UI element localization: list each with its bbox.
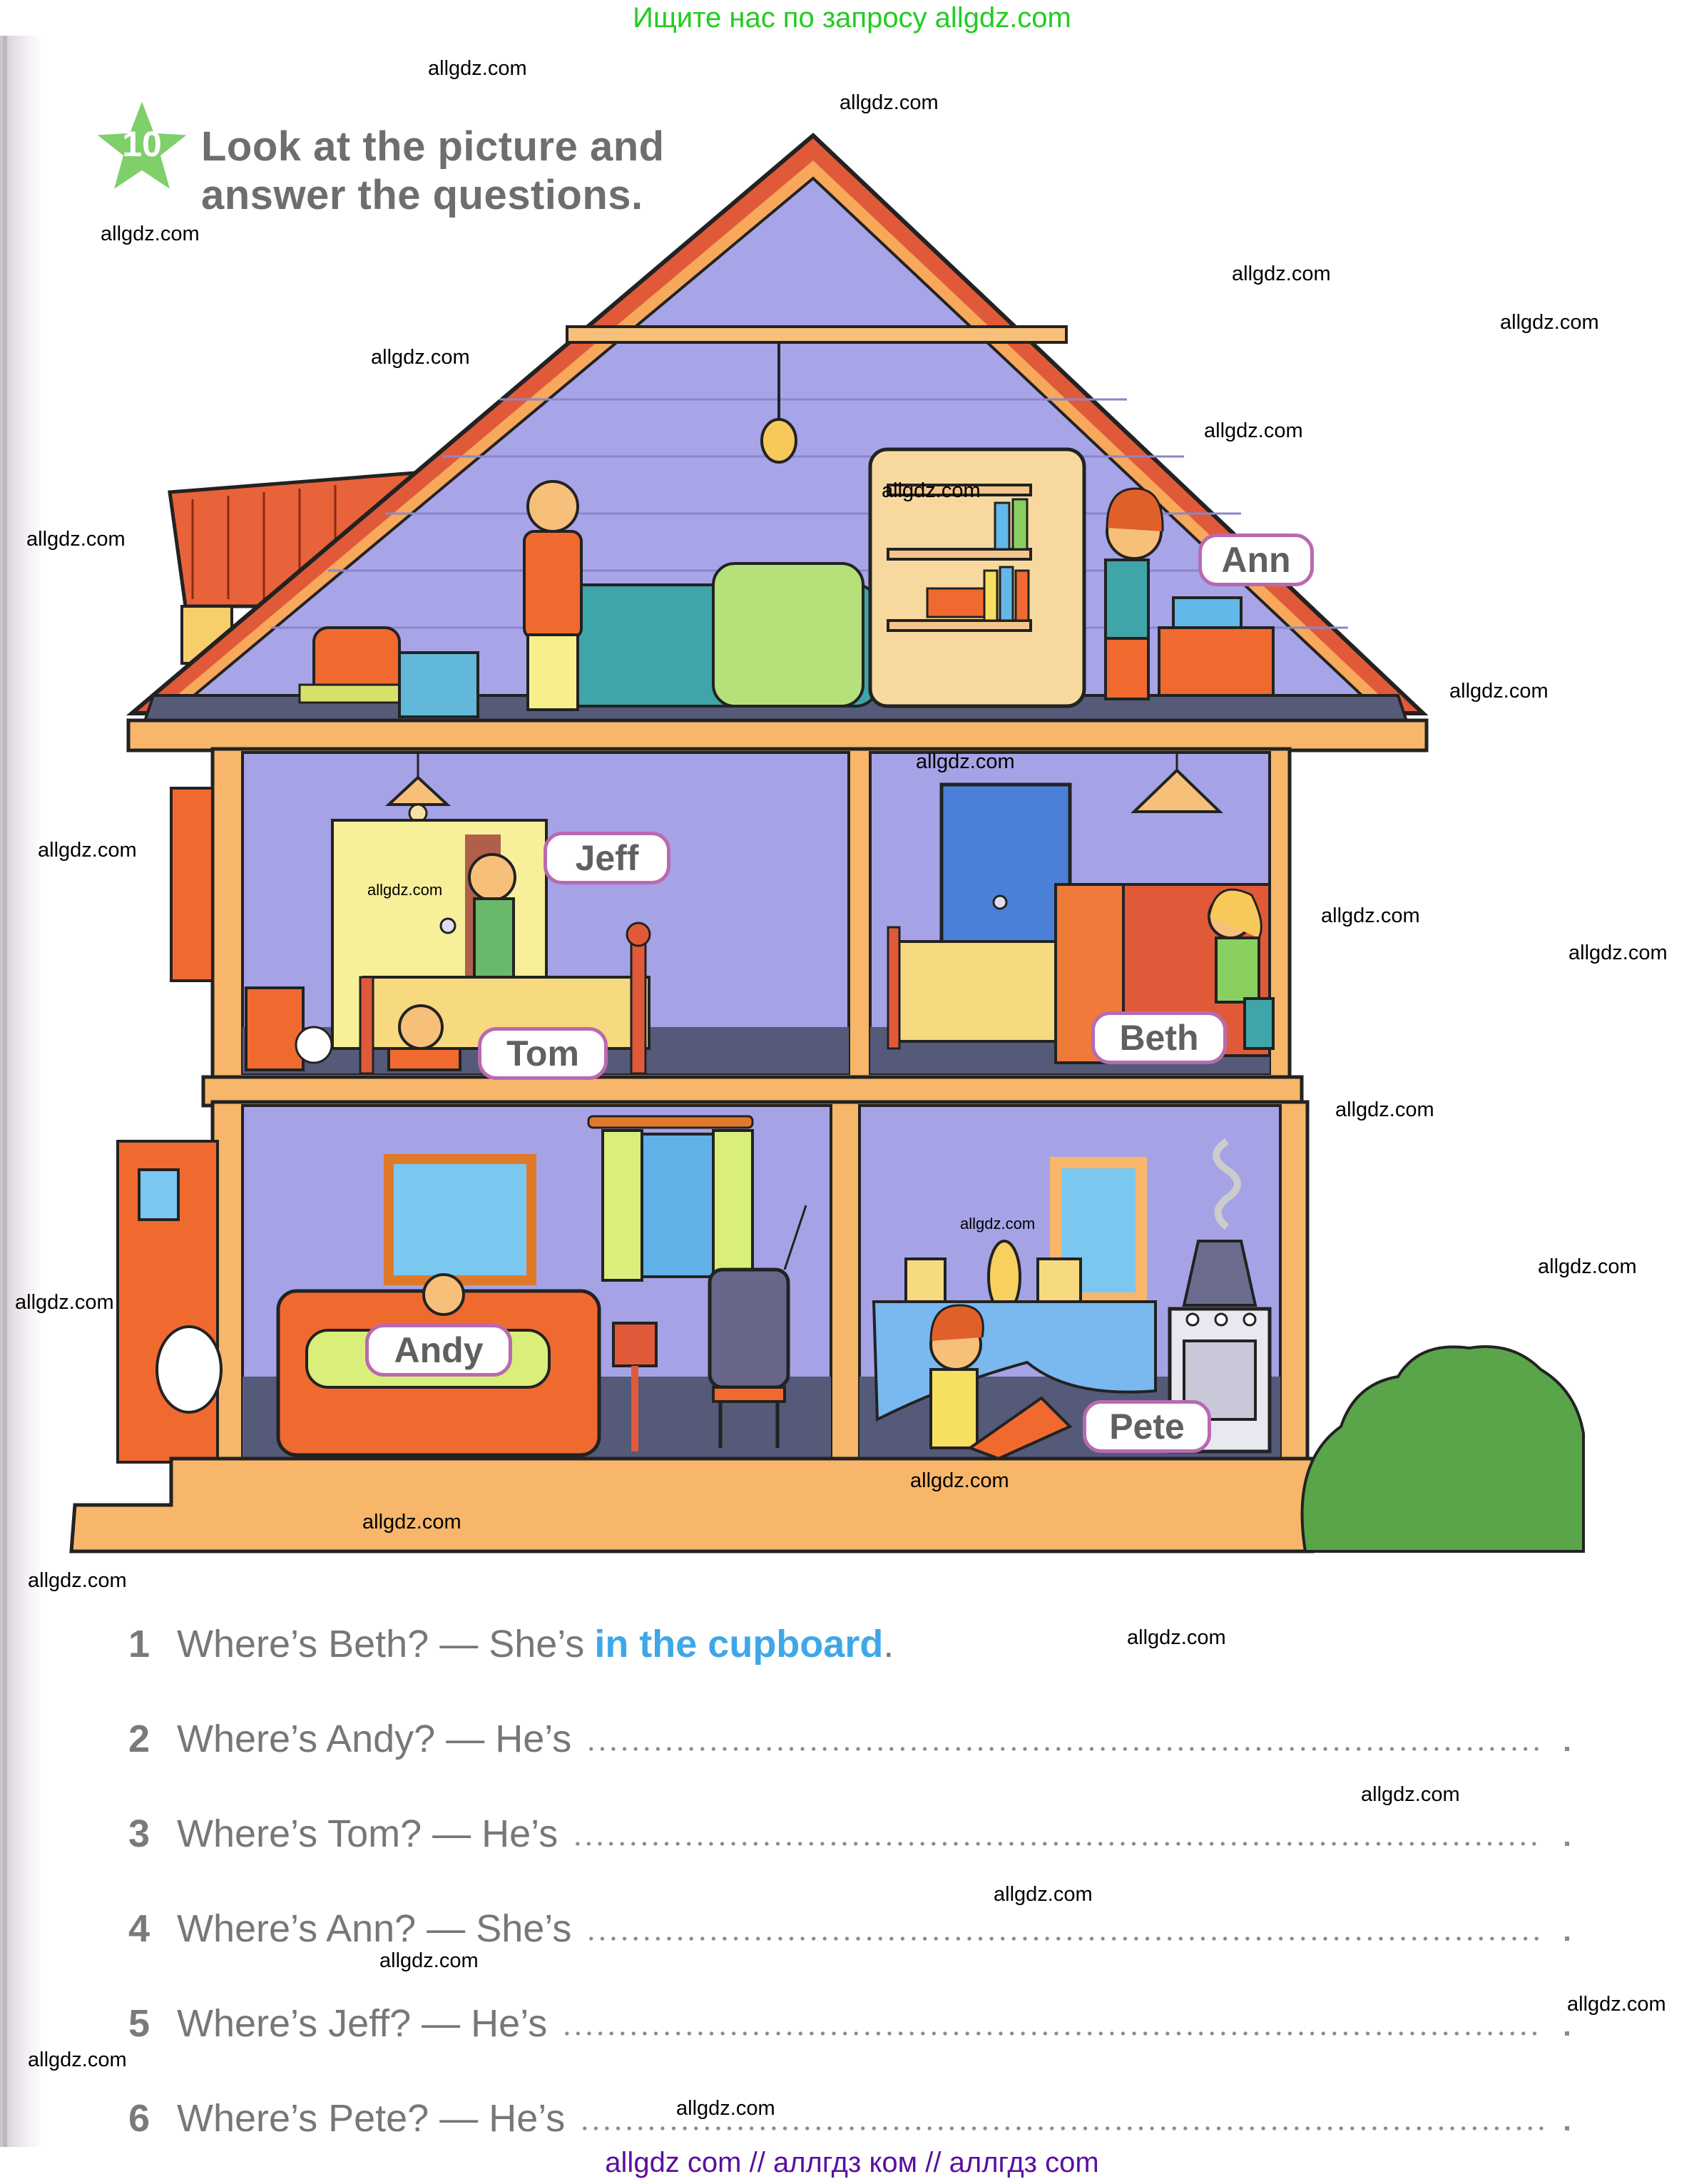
name-tag-pete: Pete: [1083, 1400, 1211, 1453]
question-number: 3: [128, 1812, 150, 1855]
book-spine-edge: [3, 36, 7, 2147]
question-number: 1: [128, 1623, 150, 1665]
question-text: Where’s Ann? — She’s: [177, 1907, 572, 1950]
question-text: Where’s Jeff? — He’s: [177, 2002, 548, 2045]
top-banner: Ищите нас по запросу allgdz.com: [633, 2, 1071, 34]
watermark: allgdz.com: [910, 1469, 1009, 1492]
watermark: allgdz.com: [379, 1949, 479, 1972]
question-text: Where’s Tom? — He’s: [177, 1812, 558, 1855]
instruction-line-2: answer the questions.: [201, 172, 643, 218]
watermark: allgdz.com: [1232, 262, 1331, 285]
answer-blank-line[interactable]: [579, 2126, 1544, 2131]
question-number: 4: [128, 1907, 150, 1950]
watermark: allgdz.com: [362, 1511, 461, 1534]
answer-blank-line[interactable]: [561, 2031, 1544, 2036]
question-text: Where’s Pete? — He’s: [177, 2097, 566, 2140]
watermark: allgdz.com: [371, 346, 470, 369]
watermark: allgdz.com: [916, 750, 1015, 773]
watermark: allgdz.com: [1127, 1626, 1226, 1649]
exercise-instruction: Look at the picture and answer the quest…: [201, 123, 665, 220]
name-tag-tom: Tom: [478, 1027, 608, 1080]
answer-end-dot: [1565, 1936, 1569, 1941]
question-text: Where’s Andy? — He’s: [177, 1718, 572, 1760]
watermark: allgdz.com: [840, 91, 939, 114]
question-2: 2 Where’s Andy? — He’s: [128, 1714, 1569, 1764]
question-3: 3 Where’s Tom? — He’s: [128, 1809, 1569, 1859]
name-tag-jeff: Jeff: [544, 832, 670, 884]
watermark: allgdz.com: [1361, 1783, 1460, 1806]
answer-blank-line[interactable]: [586, 1936, 1544, 1941]
question-text: Where’s Beth? — She’s: [177, 1623, 585, 1665]
question-5: 5 Where’s Jeff? — He’s: [128, 1999, 1569, 2048]
question-number: 2: [128, 1718, 150, 1760]
question-answer: in the cupboard: [594, 1623, 884, 1665]
watermark: allgdz.com: [15, 1291, 114, 1314]
question-1: 1 Where’s Beth? — She’s in the cupboard …: [128, 1619, 1569, 1669]
watermark: allgdz.com: [28, 1569, 127, 1592]
question-number: 6: [128, 2097, 150, 2140]
answer-blank-line[interactable]: [586, 1747, 1544, 1751]
question-6: 6 Where’s Pete? — He’s: [128, 2093, 1569, 2143]
watermark: allgdz.com: [1335, 1098, 1434, 1121]
answer-end-dot: [1565, 2031, 1569, 2036]
name-tag-beth: Beth: [1091, 1011, 1227, 1064]
watermark: allgdz.com: [367, 881, 443, 899]
exercise-number: 10: [122, 124, 162, 164]
watermark: allgdz.com: [882, 479, 981, 502]
watermark: allgdz.com: [1500, 311, 1599, 334]
watermark: allgdz.com: [26, 528, 126, 551]
watermark: allgdz.com: [960, 1215, 1036, 1233]
watermark: allgdz.com: [428, 57, 527, 80]
question-4: 4 Where’s Ann? — She’s: [128, 1904, 1569, 1954]
watermark: allgdz.com: [1321, 904, 1420, 927]
watermark: allgdz.com: [1204, 419, 1303, 442]
watermark: allgdz.com: [676, 2097, 775, 2120]
exercise-star-badge: [97, 101, 187, 189]
house-illustration: [69, 132, 1585, 1553]
name-tag-ann: Ann: [1198, 534, 1314, 586]
answer-end-dot: [1565, 1747, 1569, 1751]
watermark: allgdz.com: [101, 223, 200, 245]
watermark: allgdz.com: [1538, 1255, 1637, 1278]
answer-blank-line[interactable]: [572, 1842, 1544, 1846]
question-number: 5: [128, 2002, 150, 2045]
instruction-line-1: Look at the picture and: [201, 123, 665, 170]
bottom-banner: allgdz com // аллгдз ком // аллгдз com: [605, 2147, 1099, 2178]
watermark: allgdz.com: [1567, 1993, 1666, 2016]
watermark: allgdz.com: [1568, 942, 1668, 964]
question-end: .: [883, 1623, 894, 1665]
book-spine-shadow: [0, 36, 43, 2147]
name-tag-andy: Andy: [365, 1324, 512, 1377]
answer-end-dot: [1565, 1842, 1569, 1846]
answer-end-dot: [1565, 2126, 1569, 2131]
watermark: allgdz.com: [38, 839, 137, 862]
watermark: allgdz.com: [28, 2048, 127, 2071]
watermark: allgdz.com: [994, 1883, 1093, 1906]
watermark: allgdz.com: [1449, 680, 1549, 703]
